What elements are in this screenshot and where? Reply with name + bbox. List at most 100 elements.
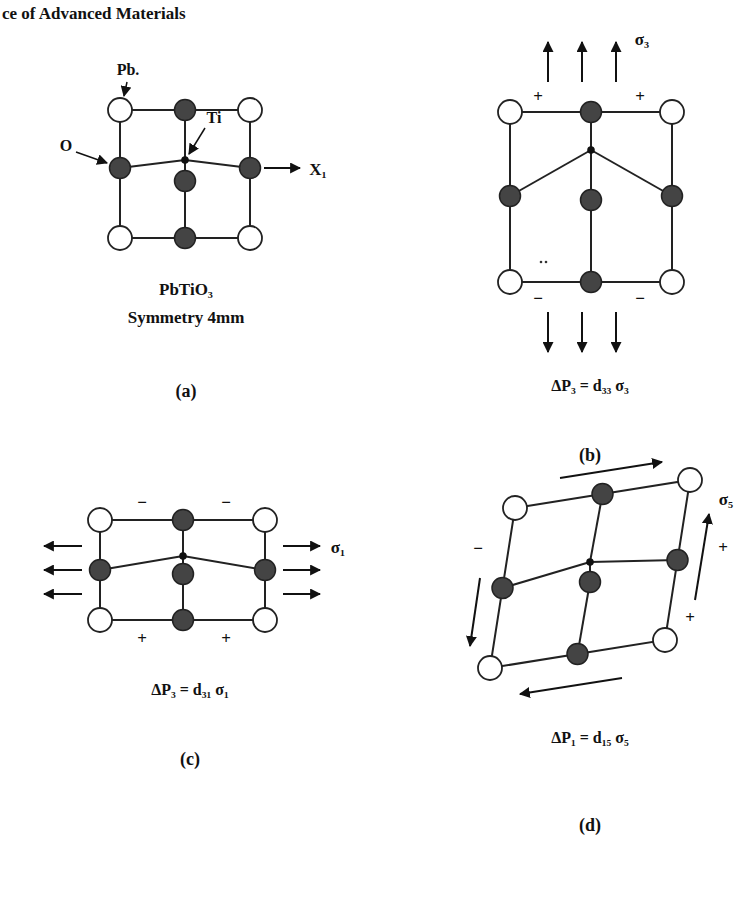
symmetry-label: Symmetry 4mm xyxy=(128,309,245,328)
shear-arrows-d xyxy=(470,462,709,694)
o-atom xyxy=(110,158,131,179)
bond-line xyxy=(100,556,183,570)
atoms-d xyxy=(478,468,702,680)
charge-sign: + xyxy=(718,539,728,558)
equation: ΔP₁ = d₁₅ σ₅ xyxy=(551,729,629,747)
stray-dot xyxy=(545,261,548,264)
o-atom xyxy=(567,644,588,665)
charge-sign: − xyxy=(533,290,543,309)
leader-line xyxy=(76,152,107,163)
equation: ΔP₃ = d₃₁ σ₁ xyxy=(151,681,229,699)
stress-arrow xyxy=(283,569,320,571)
o-atom xyxy=(240,158,261,179)
axis-label: X₁ xyxy=(309,161,326,180)
equation: ΔP₃ = d₃₃ σ₃ xyxy=(551,377,629,395)
ti-atom xyxy=(586,558,594,566)
stress-arrows-b xyxy=(548,42,616,352)
stress-arrow xyxy=(547,42,549,82)
stress-label: σ₃ xyxy=(635,31,649,50)
stray-dot xyxy=(540,261,543,264)
o-atom xyxy=(175,171,196,192)
o-atom xyxy=(667,550,688,571)
bond-line xyxy=(591,150,672,196)
o-atom xyxy=(581,190,602,211)
stress-arrow xyxy=(581,312,583,352)
charge-sign: − xyxy=(635,290,645,309)
atoms-b xyxy=(498,100,684,294)
stress-arrows-c xyxy=(44,546,320,594)
cell-outline xyxy=(510,112,672,282)
stress-arrow xyxy=(581,42,583,82)
o-atom xyxy=(255,560,276,581)
ti-atom xyxy=(179,552,187,560)
stress-arrow xyxy=(283,593,320,595)
atom-label: O xyxy=(60,137,72,155)
pb-atom xyxy=(238,226,262,250)
stress-label: σ₅ xyxy=(719,491,733,510)
pb-atom xyxy=(253,608,277,632)
o-atom xyxy=(173,564,194,585)
atom-label: Pb. xyxy=(117,61,140,79)
charge-sign: − xyxy=(473,540,483,559)
panel-letter: (b) xyxy=(579,446,601,466)
stress-arrow xyxy=(615,42,617,82)
unit-cell-b xyxy=(510,112,672,282)
cell-outline xyxy=(120,110,250,238)
pb-atom xyxy=(678,468,702,492)
shear-arrow xyxy=(560,462,662,478)
pb-atom xyxy=(108,226,132,250)
o-atom xyxy=(581,102,602,123)
pb-atom xyxy=(503,496,527,520)
bond-line xyxy=(503,562,591,588)
o-atom xyxy=(592,484,613,505)
atoms-a xyxy=(108,98,262,250)
cell-outline xyxy=(490,480,690,668)
stress-arrow xyxy=(44,545,82,547)
pb-atom xyxy=(498,100,522,124)
compound-label: PbTiO₃ xyxy=(159,281,213,300)
leader-line xyxy=(189,128,205,154)
pb-atom xyxy=(478,656,502,680)
pb-atom xyxy=(660,100,684,124)
o-atom xyxy=(90,560,111,581)
o-atom xyxy=(175,228,196,249)
panel-letter: (d) xyxy=(579,816,601,836)
bond-line xyxy=(510,150,591,196)
o-atom xyxy=(175,100,196,121)
stress-arrow xyxy=(547,312,549,352)
pb-atom xyxy=(498,270,522,294)
o-atom xyxy=(500,186,521,207)
charge-sign: + xyxy=(685,609,695,628)
panel-letter: (c) xyxy=(180,750,200,770)
shear-arrow xyxy=(470,578,480,646)
o-atom xyxy=(492,578,513,599)
charge-sign: + xyxy=(137,630,147,649)
pb-atom xyxy=(653,628,677,652)
leader-lines-a xyxy=(76,82,300,168)
bond-line xyxy=(590,150,592,282)
panel-letter: (a) xyxy=(176,382,197,402)
bond-line xyxy=(590,560,678,562)
stress-arrow xyxy=(615,312,617,352)
running-header: ce of Advanced Materials xyxy=(2,5,186,24)
stress-label: σ₁ xyxy=(331,539,345,558)
charge-sign: + xyxy=(221,630,231,649)
o-atom xyxy=(581,272,602,293)
atom-label: Ti xyxy=(207,109,222,127)
ti-atom xyxy=(181,156,189,164)
shear-arrow xyxy=(695,514,709,600)
o-atom xyxy=(580,572,601,593)
leader-line xyxy=(124,82,127,96)
pb-atom xyxy=(88,508,112,532)
stress-arrow xyxy=(44,569,82,571)
unit-cell-d xyxy=(490,480,690,668)
pb-atom xyxy=(88,608,112,632)
o-atom xyxy=(173,510,194,531)
pb-atom xyxy=(108,98,132,122)
unit-cell-a xyxy=(120,110,250,238)
bond-line xyxy=(183,556,265,570)
stress-arrow xyxy=(283,545,320,547)
o-atom xyxy=(662,186,683,207)
